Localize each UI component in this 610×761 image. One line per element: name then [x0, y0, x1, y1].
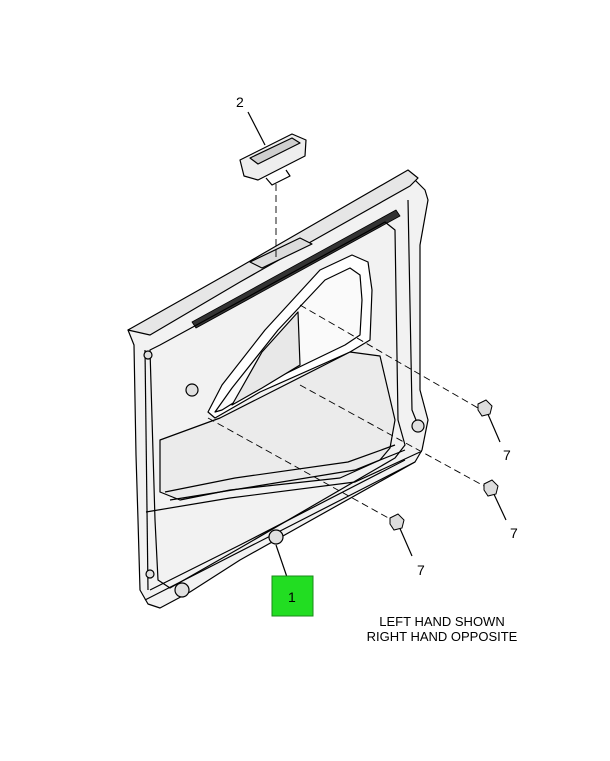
switch-recess: [249, 237, 313, 269]
orientation-note-line1: LEFT HAND SHOWN: [379, 614, 505, 629]
callout-part-7-lower[interactable]: 7: [417, 562, 425, 578]
fastener-boss: [411, 419, 425, 433]
lower-panel-crease: [145, 451, 421, 513]
callout-part-7-upper[interactable]: 7: [503, 447, 511, 463]
leader-line-part-2: [247, 111, 266, 146]
retainer-clip-lower: [389, 513, 405, 531]
assembly-line-clip-middle: [299, 384, 485, 487]
map-pocket-lip: [169, 449, 406, 501]
lower-panel-bottom: [144, 461, 416, 601]
callout-part-2[interactable]: 2: [236, 94, 244, 110]
fastener-boss: [174, 582, 190, 598]
assembly-line-clip-lower: [207, 417, 393, 521]
leader-line-part-7-lower: [397, 523, 413, 557]
lower-panel-edge: [149, 459, 406, 591]
leader-line-part-7-middle: [491, 489, 507, 521]
fastener-boss: [145, 569, 155, 579]
leader-line-part-7-upper: [486, 411, 501, 443]
part-1-highlight: [271, 575, 314, 617]
fastener-boss: [185, 383, 199, 397]
window-switch-bezel-opening: [249, 137, 301, 165]
orientation-note-line2: RIGHT HAND OPPOSITE: [366, 629, 518, 644]
leader-line-part-1: [275, 544, 289, 581]
retainer-clip-upper: [477, 399, 493, 417]
fastener-boss: [143, 350, 153, 360]
window-switch-bezel-clip: [265, 169, 291, 186]
panel-side-edge: [144, 349, 149, 591]
callout-part-1[interactable]: 1: [288, 589, 296, 605]
grip-pocket: [231, 311, 301, 406]
fastener-boss: [268, 529, 284, 545]
callout-part-7-middle[interactable]: 7: [510, 525, 518, 541]
orientation-note: LEFT HAND SHOWN RIGHT HAND OPPOSITE: [352, 614, 532, 644]
map-pocket-edge: [164, 444, 396, 493]
retainer-clip-middle: [483, 479, 499, 497]
assembly-line-clip-upper: [299, 304, 479, 409]
